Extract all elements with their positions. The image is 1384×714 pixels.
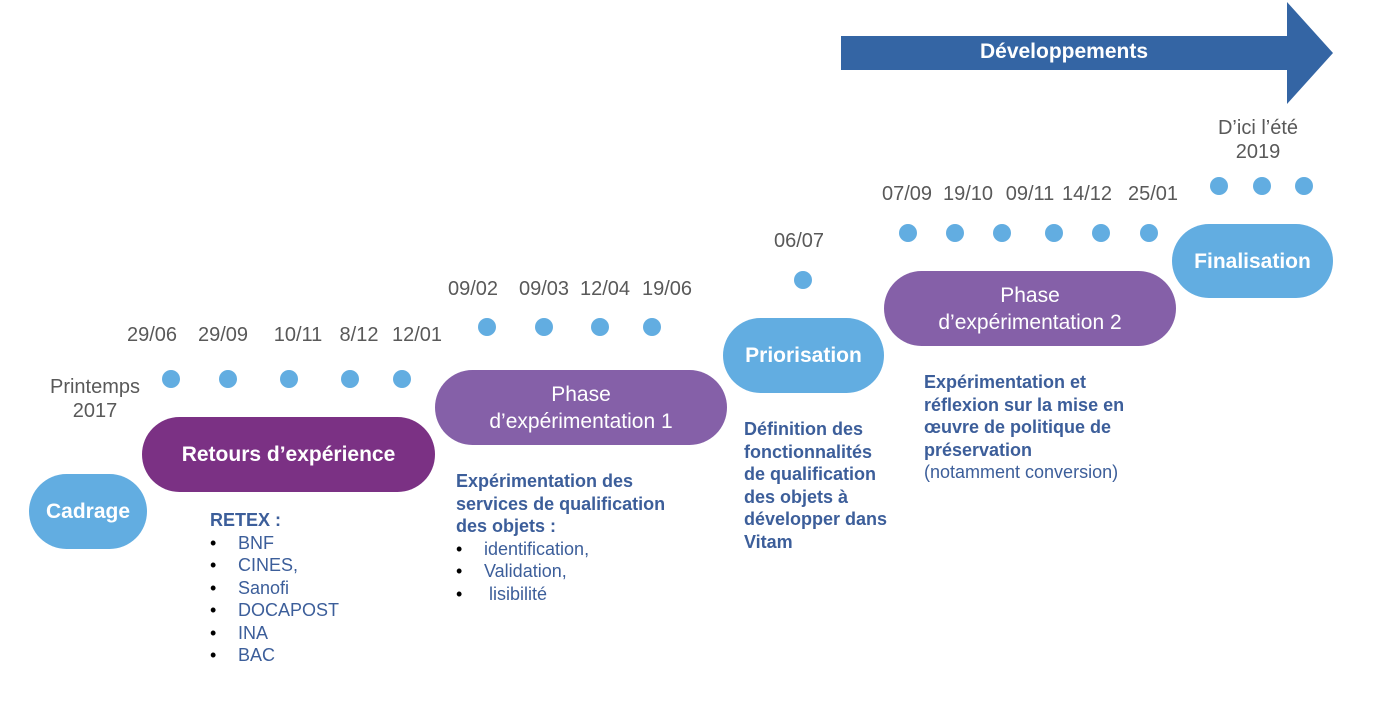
date-label: 12/04: [579, 278, 631, 300]
phase-experimentation-1: Phase d’expérimentation 1: [435, 370, 727, 445]
desc-line: de qualification: [744, 464, 877, 484]
milestone-dot: [591, 318, 609, 336]
phase-retours-label: Retours d’expérience: [181, 443, 396, 466]
retex-item: BAC: [210, 644, 339, 667]
milestone-dot: [643, 318, 661, 336]
phase1-label-line1: Phase: [551, 382, 611, 406]
milestone-dot: [280, 370, 298, 388]
desc-line: œuvre de politique de: [924, 417, 1112, 437]
phase-finalisation: Finalisation: [1172, 224, 1333, 298]
retex-item: BNF: [210, 532, 339, 555]
date-label: 29/09: [197, 324, 249, 346]
desc-line: des objets à: [744, 486, 849, 507]
desc-line: Définition des: [744, 419, 864, 439]
milestone-dot: [162, 370, 180, 388]
date-label: 09/11: [1005, 183, 1055, 205]
desc-item: lisibilité: [456, 583, 665, 606]
retex-item: Sanofi: [210, 577, 339, 600]
arrow-label: Développements: [979, 40, 1149, 63]
date-label: 29/06: [126, 324, 178, 346]
phase-finalisation-label: Finalisation: [1194, 249, 1311, 273]
milestone-dot: [1140, 224, 1158, 242]
date-label: 19/10: [942, 183, 994, 205]
phase-cadrage: Cadrage: [29, 474, 147, 549]
retex-title: RETEX :: [210, 510, 282, 530]
date-label: 12/01: [391, 324, 443, 346]
phase2-label-line1: Phase: [1000, 283, 1060, 307]
milestone-dot: [1295, 177, 1313, 195]
milestone-dot: [1092, 224, 1110, 242]
date-2019: 2019: [1235, 141, 1281, 163]
date-label: 19/06: [641, 278, 693, 300]
milestone-dot: [1045, 224, 1063, 242]
desc-item: Validation,: [456, 560, 665, 583]
desc-note: (notamment conversion): [924, 462, 1119, 482]
milestone-dot: [946, 224, 964, 242]
desc-line: Vitam: [744, 531, 793, 552]
date-printemps: Printemps: [49, 376, 141, 398]
phase-priorisation-label: Priorisation: [745, 344, 862, 367]
phase1-description: Expérimentation des services de qualific…: [456, 470, 665, 605]
phase-experimentation-2: Phase d’expérimentation 2: [884, 271, 1176, 346]
milestone-dot: [993, 224, 1011, 242]
date-label: 8/12: [339, 324, 379, 346]
retex-item: INA: [210, 622, 339, 645]
milestone-dot: [478, 318, 496, 336]
milestone-dot: [1253, 177, 1271, 195]
desc-line: fonctionnalités: [744, 441, 873, 462]
date-label: 07/09: [881, 183, 933, 205]
desc-line: services de qualification: [456, 493, 666, 514]
retex-item: CINES,: [210, 554, 339, 577]
phase-retours: Retours d’expérience: [142, 417, 435, 492]
date-label: 10/11: [273, 324, 323, 346]
retex-item: DOCAPOST: [210, 599, 339, 622]
milestone-dot: [899, 224, 917, 242]
date-2017: 2017: [72, 400, 118, 422]
desc-line: développer dans: [744, 509, 888, 529]
milestone-dot: [794, 271, 812, 289]
date-ete: D’ici l’été: [1217, 117, 1299, 139]
desc-line: réflexion sur la mise en: [924, 394, 1125, 415]
date-label: 06/07: [773, 230, 825, 252]
phase-priorisation: Priorisation: [723, 318, 884, 393]
milestone-dot: [1210, 177, 1228, 195]
date-label: 09/03: [518, 278, 570, 300]
milestone-dot: [393, 370, 411, 388]
priorisation-description: Définition des fonctionnalités de qualif…: [744, 418, 887, 553]
milestone-dot: [535, 318, 553, 336]
phase-cadrage-label: Cadrage: [45, 500, 131, 523]
desc-line: Expérimentation des: [456, 471, 634, 491]
phase1-label-line2: d’expérimentation 1: [489, 409, 673, 433]
desc-line: des objets :: [456, 516, 557, 536]
retex-block: RETEX : BNF CINES, Sanofi DOCAPOST INA B…: [210, 509, 339, 667]
milestone-dot: [341, 370, 359, 388]
phase2-label-line2: d’expérimentation 2: [938, 310, 1122, 334]
milestone-dot: [219, 370, 237, 388]
desc-item: identification,: [456, 538, 665, 561]
date-label: 14/12: [1061, 183, 1113, 205]
date-label: 25/01: [1127, 183, 1179, 205]
phase2-description: Expérimentation et réflexion sur la mise…: [924, 371, 1124, 484]
desc-line: préservation: [924, 439, 1033, 460]
desc-line: Expérimentation et: [924, 372, 1087, 392]
date-label: 09/02: [447, 278, 499, 300]
